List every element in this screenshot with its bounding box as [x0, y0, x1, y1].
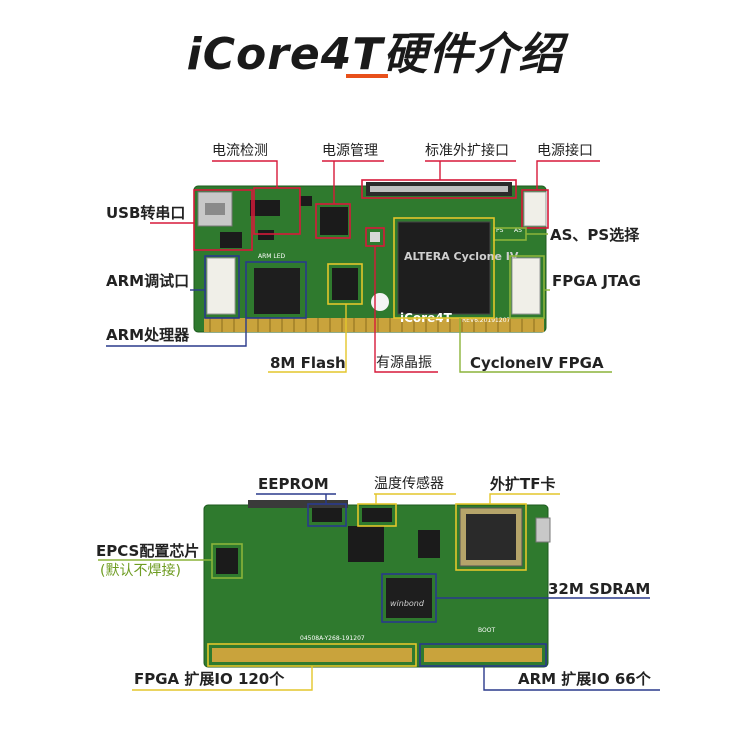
ext-port-highlight: [361, 179, 517, 199]
page-title: iCore4T硬件介绍: [186, 29, 564, 80]
bottom-board: winbond 04508A-Y268-191207 BOOT: [203, 500, 551, 668]
label-sdram: 32M SDRAM: [548, 580, 651, 598]
label-tf-card: 外扩TF卡: [490, 475, 556, 493]
fpga-highlight: [393, 217, 495, 319]
arm-led-silk: ARM LED: [258, 253, 285, 260]
arm-cpu-highlight: [245, 261, 307, 319]
ps-silk: PS: [496, 227, 504, 234]
fpga-chip-mark: ALTERA Cyclone IV: [404, 250, 519, 263]
title-accent-bar: [346, 74, 388, 78]
top-board: ALTERA Cyclone IV iCore4T REV6.20191207 …: [193, 182, 547, 333]
top-leaders: [106, 160, 612, 373]
tf-highlight: [455, 503, 527, 571]
label-arm-debug: ARM调试口: [106, 272, 190, 290]
label-as-ps-select: AS、PS选择: [550, 226, 640, 244]
board-version-silk: REV6.20191207: [462, 317, 511, 324]
label-fpga-jtag: FPGA JTAG: [552, 272, 641, 290]
label-arm-io: ARM 扩展IO 66个: [518, 670, 651, 688]
power-mgmt-highlight: [315, 203, 351, 239]
label-power-in: 电源接口: [537, 143, 593, 159]
boot-silk: BOOT: [478, 627, 495, 634]
label-cyclone-fpga: CycloneIV FPGA: [470, 354, 604, 372]
epcs-highlight: [211, 543, 243, 579]
label-current-sense: 电流检测: [212, 143, 268, 159]
label-usb-serial: USB转串口: [106, 204, 186, 222]
label-power-mgmt: 电源管理: [322, 143, 378, 159]
power-in-highlight: [521, 189, 549, 229]
label-fpga-io: FPGA 扩展IO 120个: [134, 670, 285, 688]
arm-debug-highlight: [204, 255, 240, 319]
top-highlights: [193, 179, 549, 319]
label-eeprom: EEPROM: [258, 475, 329, 493]
usb-highlight: [193, 189, 253, 251]
eeprom-highlight: [307, 503, 347, 527]
flash-highlight: [327, 263, 363, 305]
label-temp-sensor: 温度传感器: [374, 476, 444, 492]
label-epcs: EPCS配置芯片: [96, 542, 200, 560]
label-crystal: 有源晶振: [376, 355, 432, 371]
arm-io-highlight: [419, 643, 547, 667]
label-ext-port: 标准外扩接口: [425, 143, 509, 159]
bottom-leaders: [98, 493, 660, 691]
label-flash: 8M Flash: [270, 354, 346, 372]
label-arm-cpu: ARM处理器: [106, 326, 190, 344]
temp-highlight: [357, 503, 397, 527]
sdram-marking: winbond: [390, 599, 425, 608]
part-number-silk: 04508A-Y268-191207: [300, 635, 365, 642]
label-epcs-note: (默认不焊接): [100, 563, 181, 579]
as-silk: AS: [514, 227, 522, 234]
jtag-highlight: [509, 255, 545, 319]
